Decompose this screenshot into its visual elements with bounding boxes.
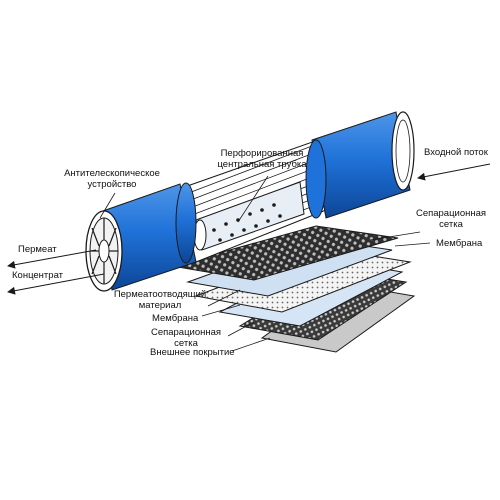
flow-arrows xyxy=(7,163,491,295)
tube-perforations xyxy=(212,203,282,242)
label-concentrate: Концентрат xyxy=(12,270,63,281)
membrane-cylinder xyxy=(85,111,415,292)
label-permeate: Пермеат xyxy=(18,244,57,255)
feed-flow-arrow xyxy=(417,163,491,181)
blue-band-left-edge xyxy=(175,182,197,264)
blue-band-right-edge xyxy=(305,139,327,219)
perforated-tube xyxy=(193,181,305,251)
anti-telescoping-device xyxy=(85,210,123,292)
label-separation-mesh-top: Сепарационная сетка xyxy=(415,208,487,230)
permeate-arrow xyxy=(7,249,97,269)
right-end-cap xyxy=(391,111,415,191)
label-separation-mesh-bottom: Сепарационная сетка xyxy=(150,327,222,349)
concentrate-arrow xyxy=(7,273,105,295)
label-membrane-bottom: Мембрана xyxy=(152,313,199,324)
label-feed-flow: Входной поток xyxy=(424,147,488,158)
label-perforated-tube: Перфорированная центральная трубка xyxy=(217,148,307,170)
label-outer-wrap: Внешнее покрытие xyxy=(150,347,235,358)
leader-lines xyxy=(99,175,431,352)
label-membrane-top: Мембрана xyxy=(436,238,483,249)
separation-mesh-layer-top xyxy=(171,225,399,281)
label-anti-telescoping: Антителескопическое устройство xyxy=(64,168,160,190)
label-permeate-carrier: Пермеатоотводящий материал xyxy=(113,289,207,311)
